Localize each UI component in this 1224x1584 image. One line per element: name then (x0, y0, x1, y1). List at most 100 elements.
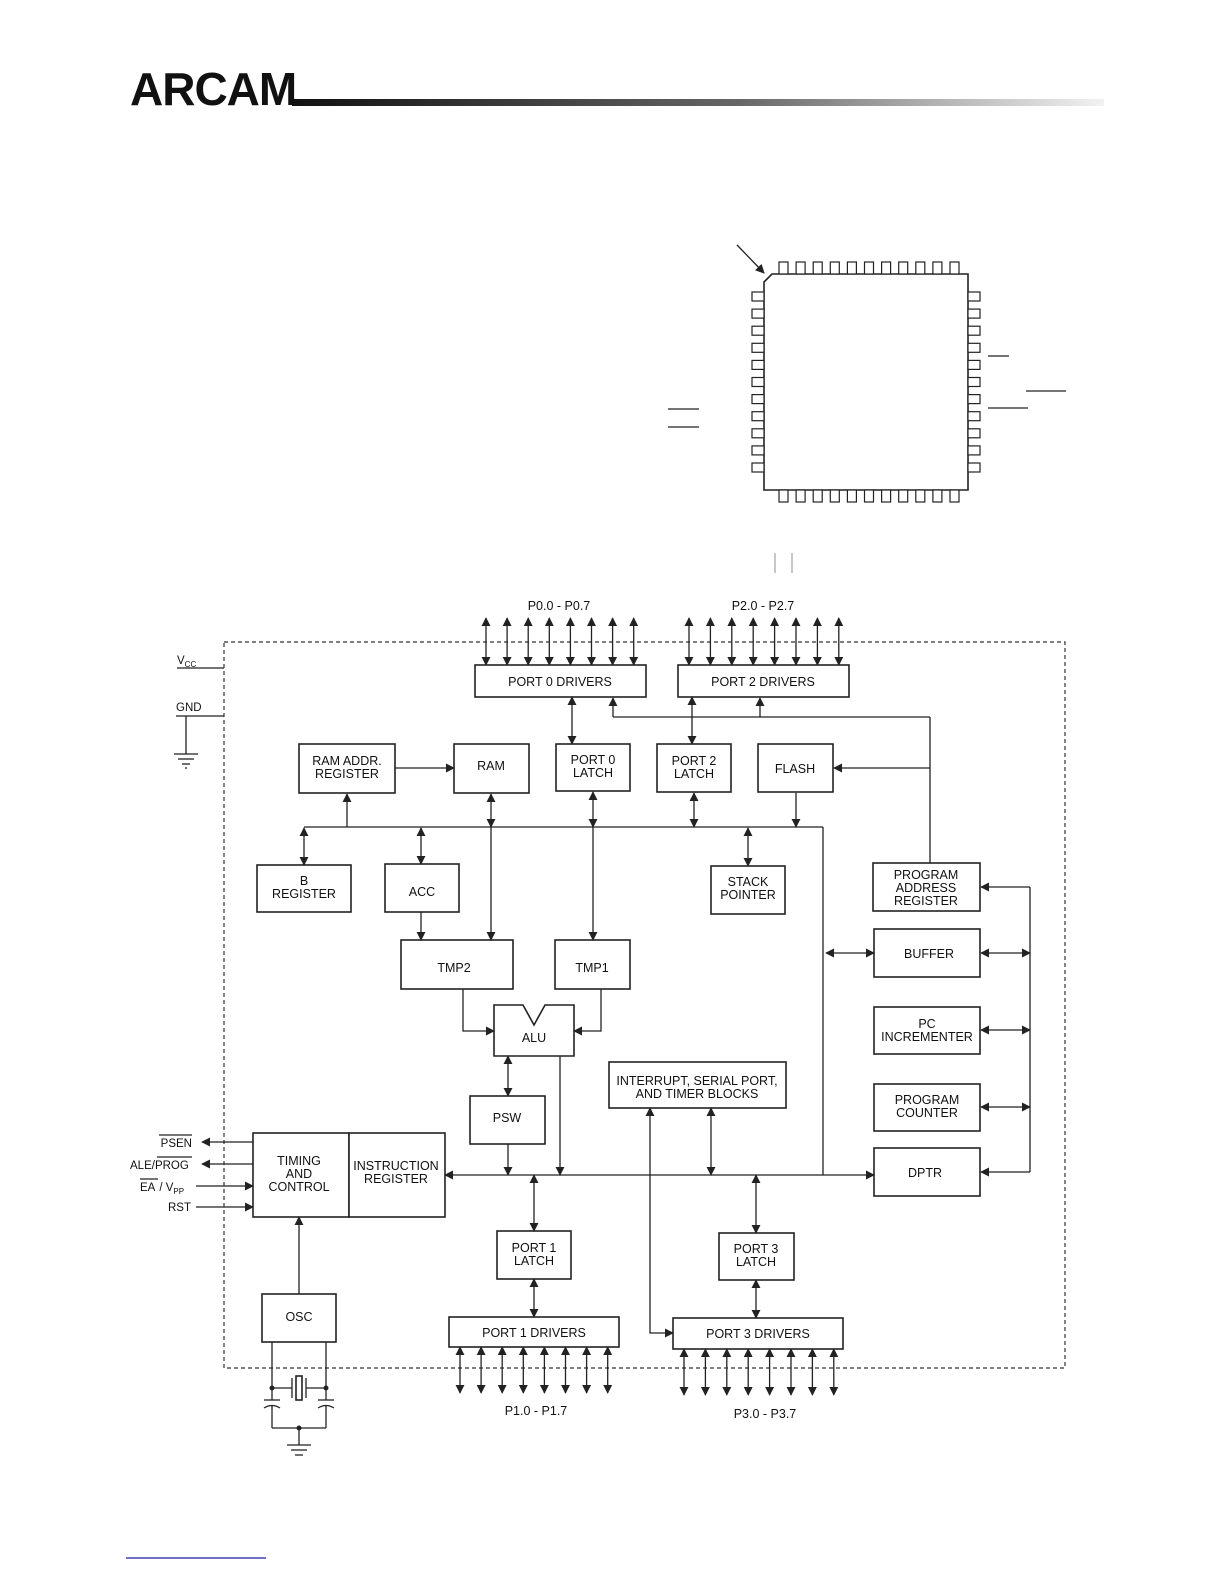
svg-text:RAM ADDR.: RAM ADDR. (312, 754, 381, 768)
svg-text:INSTRUCTION: INSTRUCTION (353, 1159, 438, 1173)
right-pin (967, 359, 981, 370)
right-pin (967, 411, 981, 422)
svg-text:REGISTER: REGISTER (315, 767, 379, 781)
port1-latch-block: PORT 1 LATCH (496, 1230, 572, 1280)
bottom-pin (898, 489, 909, 503)
pin1-indicator-arrow (736, 244, 765, 274)
control-signals: PSEN ALE/PROG EA/ VPP RST (130, 1134, 254, 1214)
top-pin (846, 261, 858, 275)
top-pin (898, 261, 909, 275)
svg-text:PORT 0 DRIVERS: PORT 0 DRIVERS (508, 675, 612, 689)
port3-latch-block: PORT 3 LATCH (718, 1232, 795, 1281)
port2-latch-block: PORT 2 LATCH (656, 743, 732, 793)
bottom-pin (863, 489, 875, 503)
svg-text:INCREMENTER: INCREMENTER (881, 1030, 973, 1044)
svg-text:REGISTER: REGISTER (364, 1172, 428, 1186)
crystal-oscillator-circuit (263, 1342, 335, 1456)
svg-text:B: B (300, 874, 308, 888)
tmp2-block: TMP2 (400, 939, 514, 990)
ram-block: RAM (453, 743, 530, 794)
svg-text:TMP2: TMP2 (437, 961, 470, 975)
svg-text:LATCH: LATCH (736, 1255, 776, 1269)
bottom-pin (915, 489, 926, 503)
dptr-block: DPTR (873, 1147, 981, 1197)
svg-text:RAM: RAM (477, 759, 505, 773)
psw-block: PSW (469, 1095, 546, 1145)
block-diagram: P0.0 - P0.7 P2.0 - P2.7 P1.0 - P1.7 P3.0… (130, 599, 1066, 1456)
left-pin (751, 462, 765, 473)
bottom-pin (812, 489, 823, 503)
right-pin (967, 394, 981, 405)
ram-addr-register-block: RAM ADDR. REGISTER (298, 743, 396, 794)
gnd-symbol (174, 753, 198, 769)
ea-vpp-label: EA/ VPP (140, 1182, 184, 1196)
right-pin (967, 291, 981, 302)
left-pin (751, 428, 765, 439)
left-pin (751, 411, 765, 422)
vcc-label: VCC (177, 655, 196, 669)
gnd-label: GND (176, 702, 202, 714)
right-pin (967, 462, 981, 473)
top-pin (795, 261, 806, 275)
package-body (763, 273, 969, 491)
pc-incrementer-block: PC INCREMENTER (873, 1006, 981, 1055)
b-register-block: B REGISTER (256, 864, 352, 913)
buffer-block: BUFFER (873, 928, 981, 978)
svg-text:TMP1: TMP1 (575, 961, 608, 975)
overbar-marks (668, 355, 1066, 573)
top-pin (863, 261, 875, 275)
bottom-pin (846, 489, 858, 503)
svg-text:PORT 2 DRIVERS: PORT 2 DRIVERS (711, 675, 815, 689)
bottom-pin (932, 489, 943, 503)
svg-text:PORT 3 DRIVERS: PORT 3 DRIVERS (706, 1327, 810, 1341)
svg-text:REGISTER: REGISTER (272, 887, 336, 901)
svg-text:FLASH: FLASH (775, 762, 815, 776)
header: ARCAM (130, 63, 1104, 115)
top-pin (880, 261, 892, 275)
bottom-pin (829, 489, 840, 503)
right-pin (967, 342, 981, 353)
svg-text:PORT 2: PORT 2 (672, 754, 717, 768)
top-pin (915, 261, 926, 275)
power-pins: VCC GND (174, 655, 224, 769)
svg-text:CONTROL: CONTROL (268, 1180, 329, 1194)
top-pin (812, 261, 823, 275)
osc-block: OSC (261, 1293, 337, 1343)
left-pin (751, 325, 765, 336)
port3-drivers-block: PORT 3 DRIVERS (672, 1317, 844, 1350)
svg-text:POINTER: POINTER (720, 888, 776, 902)
program-counter-block: PROGRAM COUNTER (873, 1083, 981, 1132)
svg-text:COUNTER: COUNTER (896, 1106, 958, 1120)
top-pin (829, 261, 840, 275)
svg-text:PORT 1 DRIVERS: PORT 1 DRIVERS (482, 1326, 586, 1340)
header-rule (292, 99, 1104, 106)
left-pin (751, 342, 765, 353)
svg-text:LATCH: LATCH (573, 766, 613, 780)
top-pin (932, 261, 943, 275)
svg-text:DPTR: DPTR (908, 1166, 942, 1180)
port0-latch-block: PORT 0 LATCH (555, 743, 631, 792)
right-pin (967, 325, 981, 336)
p2-pins-label: P2.0 - P2.7 (732, 599, 795, 613)
alu-block: ALU (493, 1004, 575, 1057)
bottom-pin (795, 489, 806, 503)
svg-text:AND: AND (286, 1167, 312, 1181)
svg-text:BUFFER: BUFFER (904, 947, 954, 961)
acc-block: ACC (384, 863, 460, 913)
top-pin (949, 261, 960, 275)
crystal-element (295, 1375, 303, 1401)
svg-text:AND TIMER BLOCKS: AND TIMER BLOCKS (636, 1087, 759, 1101)
svg-text:ACC: ACC (409, 885, 435, 899)
instruction-register-block: INSTRUCTION REGISTER (348, 1132, 446, 1218)
port0-drivers-block: PORT 0 DRIVERS (474, 664, 647, 698)
bottom-pin (778, 489, 789, 503)
left-pin (751, 291, 765, 302)
svg-text:PC: PC (918, 1017, 935, 1031)
interrupt-serial-timer-block: INTERRUPT, SERIAL PORT, AND TIMER BLOCKS (608, 1061, 787, 1109)
bottom-pin (880, 489, 892, 503)
svg-text:PSW: PSW (493, 1111, 522, 1125)
p1-pins-label: P1.0 - P1.7 (505, 1404, 568, 1418)
svg-text:OSC: OSC (285, 1310, 312, 1324)
arcam-logo: ARCAM (130, 63, 296, 115)
